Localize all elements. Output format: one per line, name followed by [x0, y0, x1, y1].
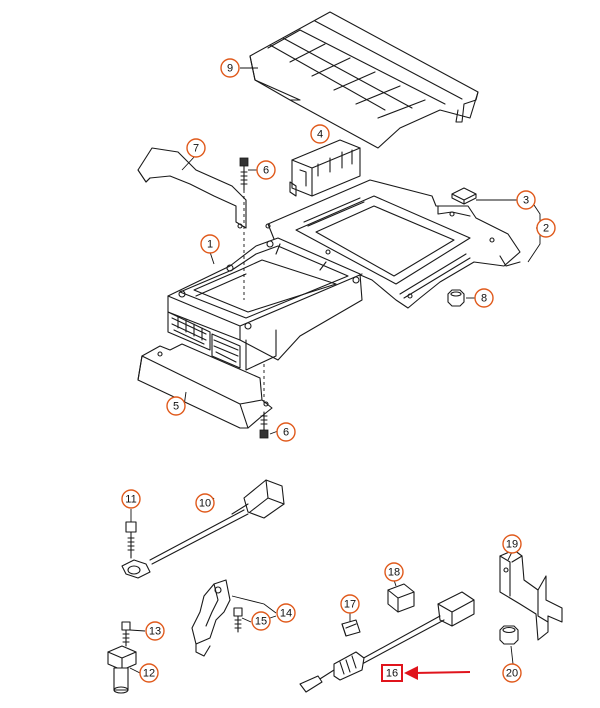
callout-label: 3	[523, 195, 529, 207]
callout-16: 16	[381, 664, 403, 682]
callout-label: 8	[481, 293, 487, 305]
lambda-probe-part-16	[299, 591, 475, 693]
callout-circle	[195, 493, 215, 513]
callout-7: 7	[186, 138, 206, 158]
callout-label: 19	[506, 539, 518, 551]
callout-14: 14	[276, 603, 296, 623]
cover-part-9	[249, 11, 479, 149]
bracket-part-19	[499, 549, 563, 641]
callout-12: 12	[139, 663, 159, 683]
nut-part-8	[447, 289, 465, 307]
callout-13: 13	[145, 621, 165, 641]
bolt-part-13	[121, 621, 131, 647]
callout-circle	[310, 124, 330, 144]
callout-6b: 6	[276, 422, 296, 442]
bolt-part-6-lower	[259, 411, 269, 439]
callout-circle	[502, 534, 522, 554]
control-unit-part-1	[167, 237, 363, 371]
callout-circle	[340, 594, 360, 614]
callout-label: 9	[227, 63, 233, 75]
callout-label: 15	[255, 616, 267, 628]
callout-label: 13	[149, 626, 161, 638]
callout-2: 2	[536, 218, 556, 238]
callout-circle	[145, 621, 165, 641]
callout-circle	[256, 160, 276, 180]
callout-1: 1	[200, 234, 220, 254]
callout-label: 12	[143, 668, 155, 680]
callout-circle	[474, 288, 494, 308]
callout-9: 9	[220, 58, 240, 78]
callout-label: 7	[193, 143, 199, 155]
callout-label: 14	[280, 608, 292, 620]
callout-20: 20	[502, 663, 522, 683]
callout-circle	[200, 234, 220, 254]
callout-circle	[276, 603, 296, 623]
callout-highlight-box	[381, 664, 403, 682]
callout-19: 19	[502, 534, 522, 554]
callout-circle	[251, 611, 271, 631]
callout-label: 4	[317, 129, 323, 141]
sensor-part-12	[107, 645, 137, 694]
callout-circle	[502, 663, 522, 683]
callout-label: 2	[543, 223, 549, 235]
clip-part-17	[341, 619, 361, 637]
callout-label: 20	[506, 668, 518, 680]
callout-15: 15	[251, 611, 271, 631]
callout-6a: 6	[256, 160, 276, 180]
bolt-part-6-upper	[239, 157, 249, 232]
callout-label: 11	[125, 494, 136, 506]
connector-part-18	[387, 583, 415, 613]
callout-circle	[121, 489, 141, 509]
callout-5: 5	[166, 396, 186, 416]
callout-18: 18	[384, 562, 404, 582]
callout-circle	[139, 663, 159, 683]
base-plate-part-5	[137, 232, 273, 429]
callout-circle	[166, 396, 186, 416]
callout-label: 1	[207, 239, 213, 251]
knock-sensor-part-10	[121, 479, 285, 579]
callout-circle	[516, 190, 536, 210]
highlight-arrow	[404, 666, 471, 680]
nut-part-20	[499, 625, 519, 645]
callout-label: 17	[344, 599, 356, 611]
callout-8: 8	[474, 288, 494, 308]
callout-label: 16	[386, 668, 398, 680]
callout-circle	[536, 218, 556, 238]
bracket-part-7	[137, 147, 247, 229]
callout-10: 10	[195, 493, 215, 513]
callout-17: 17	[340, 594, 360, 614]
callout-circle	[384, 562, 404, 582]
bolt-part-11	[125, 521, 137, 559]
callout-11: 11	[121, 489, 141, 509]
mounting-plate-part-2	[265, 179, 521, 309]
bracket-part-4	[289, 139, 361, 197]
bolt-part-15	[233, 607, 243, 633]
pad-part-3	[451, 187, 477, 205]
callout-3: 3	[516, 190, 536, 210]
callout-circle	[220, 58, 240, 78]
callout-circle	[186, 138, 206, 158]
callout-label: 18	[388, 567, 400, 579]
callout-label: 6	[283, 427, 289, 439]
callout-4: 4	[310, 124, 330, 144]
callout-label: 5	[173, 401, 179, 413]
callout-label: 10	[199, 498, 211, 510]
callout-label: 6	[263, 165, 269, 177]
callout-circle	[276, 422, 296, 442]
sensor-part-14	[191, 579, 231, 657]
